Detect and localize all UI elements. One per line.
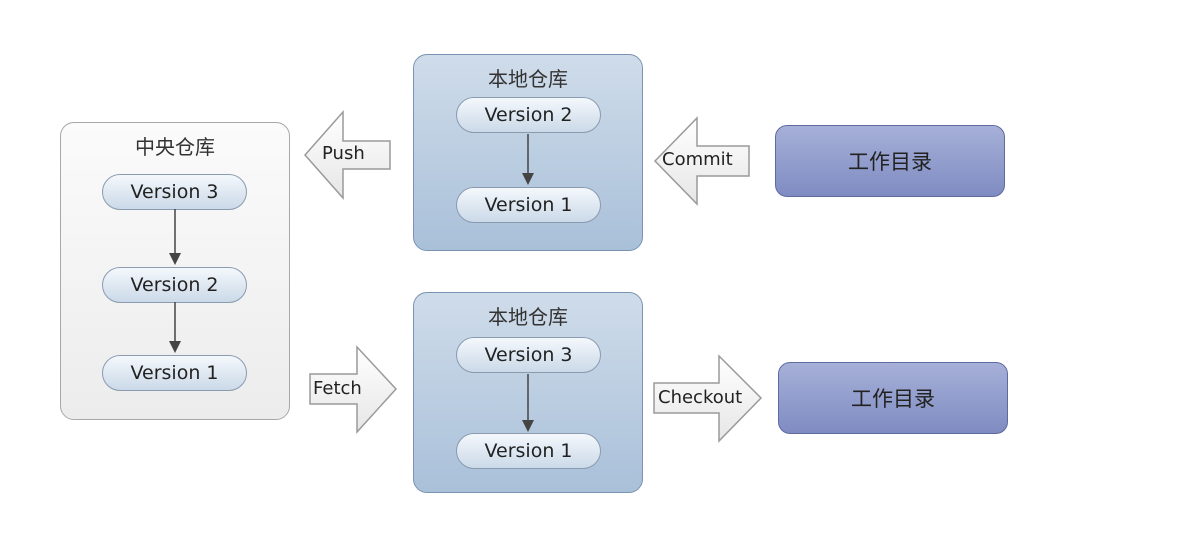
local-version-node: Version 3 [456, 337, 601, 373]
local-version-node: Version 1 [456, 433, 601, 469]
fetch-label: Fetch [313, 378, 362, 399]
working-directory-bottom: 工作目录 [778, 362, 1008, 434]
local-repository-title: 本地仓库 [488, 67, 568, 91]
central-version-node: Version 1 [102, 355, 247, 391]
push-arrow [303, 110, 391, 200]
central-version-node: Version 2 [102, 267, 247, 303]
local-version-node: Version 2 [456, 97, 601, 133]
push-label: Push [322, 143, 365, 164]
checkout-arrow [653, 354, 763, 443]
central-repository-title: 中央仓库 [135, 135, 215, 159]
central-repository: 中央仓库 Version 3 Version 2 Version 1 [60, 122, 290, 420]
local-version-node: Version 1 [456, 187, 601, 223]
checkout-label: Checkout [658, 387, 743, 408]
working-directory-top: 工作目录 [775, 125, 1005, 197]
local-repository-title: 本地仓库 [488, 305, 568, 329]
fetch-arrow [309, 345, 398, 434]
commit-label: Commit [662, 149, 733, 170]
commit-arrow [653, 116, 750, 206]
central-version-node: Version 3 [102, 174, 247, 210]
